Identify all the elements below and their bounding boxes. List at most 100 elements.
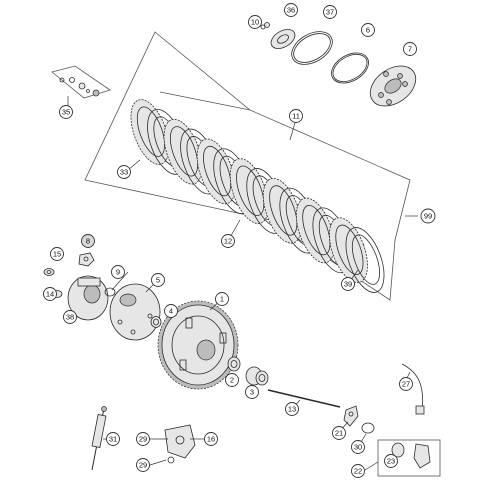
plate-bore xyxy=(269,185,298,236)
part-ring-6 xyxy=(331,52,369,84)
svg-text:16: 16 xyxy=(207,435,215,444)
callout-23: 23 xyxy=(384,454,398,468)
plate-bore xyxy=(302,204,331,256)
plate-bore xyxy=(136,106,165,157)
svg-text:36: 36 xyxy=(287,6,295,15)
friction-plate xyxy=(262,177,302,244)
svg-text:29: 29 xyxy=(139,435,147,444)
clutch-pack-frame xyxy=(84,31,411,301)
part-nut-8 xyxy=(78,252,95,267)
callout-36: 36 xyxy=(284,3,298,17)
part-push-rod-13 xyxy=(267,389,341,408)
svg-text:5: 5 xyxy=(156,276,160,285)
parts-box-35 xyxy=(51,65,111,99)
parts-box-22 xyxy=(377,439,441,477)
plate-bore xyxy=(335,224,364,275)
part-cable-27 xyxy=(401,363,425,415)
callout-29-top: 29 xyxy=(136,432,150,446)
callout-99: 99 xyxy=(420,208,436,224)
svg-text:4: 4 xyxy=(169,307,173,316)
callout-21: 21 xyxy=(332,426,346,440)
part-inner-hub-5 xyxy=(109,283,161,341)
svg-text:99: 99 xyxy=(424,212,432,221)
svg-text:14: 14 xyxy=(46,290,54,299)
callout-16: 16 xyxy=(204,432,218,446)
callout-8: 8 xyxy=(81,234,95,248)
svg-text:37: 37 xyxy=(326,8,334,17)
friction-plate xyxy=(130,99,170,165)
callout-33: 33 xyxy=(117,165,131,179)
svg-text:11: 11 xyxy=(292,112,300,121)
part-hub-38 xyxy=(67,275,109,321)
friction-plate xyxy=(329,217,368,283)
svg-text:21: 21 xyxy=(335,429,343,438)
svg-text:7: 7 xyxy=(408,45,412,54)
steel-plate xyxy=(345,227,385,293)
callout-14: 14 xyxy=(43,287,57,301)
clutch-plates xyxy=(130,99,385,293)
part-oring-4 xyxy=(150,316,162,328)
friction-plate xyxy=(163,118,203,185)
callout-15: 15 xyxy=(50,247,64,261)
svg-text:9: 9 xyxy=(116,268,120,277)
svg-text:2: 2 xyxy=(230,376,234,385)
part-clutch-basket-1 xyxy=(157,300,239,390)
svg-text:29: 29 xyxy=(139,461,147,470)
plate-bore xyxy=(351,234,380,285)
part-oring-30 xyxy=(361,422,375,434)
callout-39: 39 xyxy=(341,277,355,291)
callout-31: 31 xyxy=(106,432,120,446)
callout-4: 4 xyxy=(164,304,178,318)
svg-text:39: 39 xyxy=(344,280,352,289)
part-disc-37 xyxy=(291,31,333,65)
callout-12: 12 xyxy=(221,234,235,248)
part-bushing-3 xyxy=(245,366,269,386)
callouts: 10 36 37 6 7 35 11 33 99 12 39 15 8 9 5 … xyxy=(43,3,436,478)
svg-text:6: 6 xyxy=(366,26,370,35)
svg-text:8: 8 xyxy=(86,237,90,246)
svg-text:13: 13 xyxy=(288,405,296,414)
callout-7: 7 xyxy=(403,42,417,56)
callout-22: 22 xyxy=(351,464,365,478)
callout-13: 13 xyxy=(285,402,299,416)
friction-plate xyxy=(295,197,335,264)
svg-text:10: 10 xyxy=(251,18,259,27)
part-tool-31 xyxy=(91,406,107,471)
friction-plate xyxy=(196,138,236,205)
svg-text:15: 15 xyxy=(53,250,61,259)
callout-11: 11 xyxy=(289,109,303,123)
part-pressure-plate-7 xyxy=(369,65,417,107)
callout-2: 2 xyxy=(225,373,239,387)
svg-text:12: 12 xyxy=(224,237,232,246)
svg-text:33: 33 xyxy=(120,168,128,177)
callout-9: 9 xyxy=(111,265,125,279)
svg-text:1: 1 xyxy=(220,295,224,304)
part-screw-10 xyxy=(260,22,270,30)
leader-lines xyxy=(67,96,418,471)
part-washer-9 xyxy=(104,287,116,297)
part-bearing-36 xyxy=(270,29,296,49)
callout-29-bottom: 29 xyxy=(136,458,150,472)
part-bushing-2 xyxy=(227,356,241,372)
callout-35: 35 xyxy=(59,105,73,119)
svg-text:27: 27 xyxy=(402,380,410,389)
callout-38: 38 xyxy=(63,310,77,324)
svg-text:38: 38 xyxy=(66,313,74,322)
callout-37: 37 xyxy=(323,5,337,19)
callout-3: 3 xyxy=(245,385,259,399)
svg-text:23: 23 xyxy=(387,457,395,466)
plate-bore xyxy=(236,165,265,216)
svg-text:31: 31 xyxy=(109,435,117,444)
callout-30: 30 xyxy=(351,440,365,454)
callout-27: 27 xyxy=(399,377,413,391)
callout-10: 10 xyxy=(248,15,262,29)
friction-plate xyxy=(229,158,269,224)
svg-text:3: 3 xyxy=(250,388,254,397)
svg-text:22: 22 xyxy=(354,467,362,476)
part-release-lever-16 xyxy=(164,424,196,464)
svg-text:35: 35 xyxy=(62,108,70,117)
callout-6: 6 xyxy=(361,23,375,37)
plate-bore xyxy=(169,126,199,177)
